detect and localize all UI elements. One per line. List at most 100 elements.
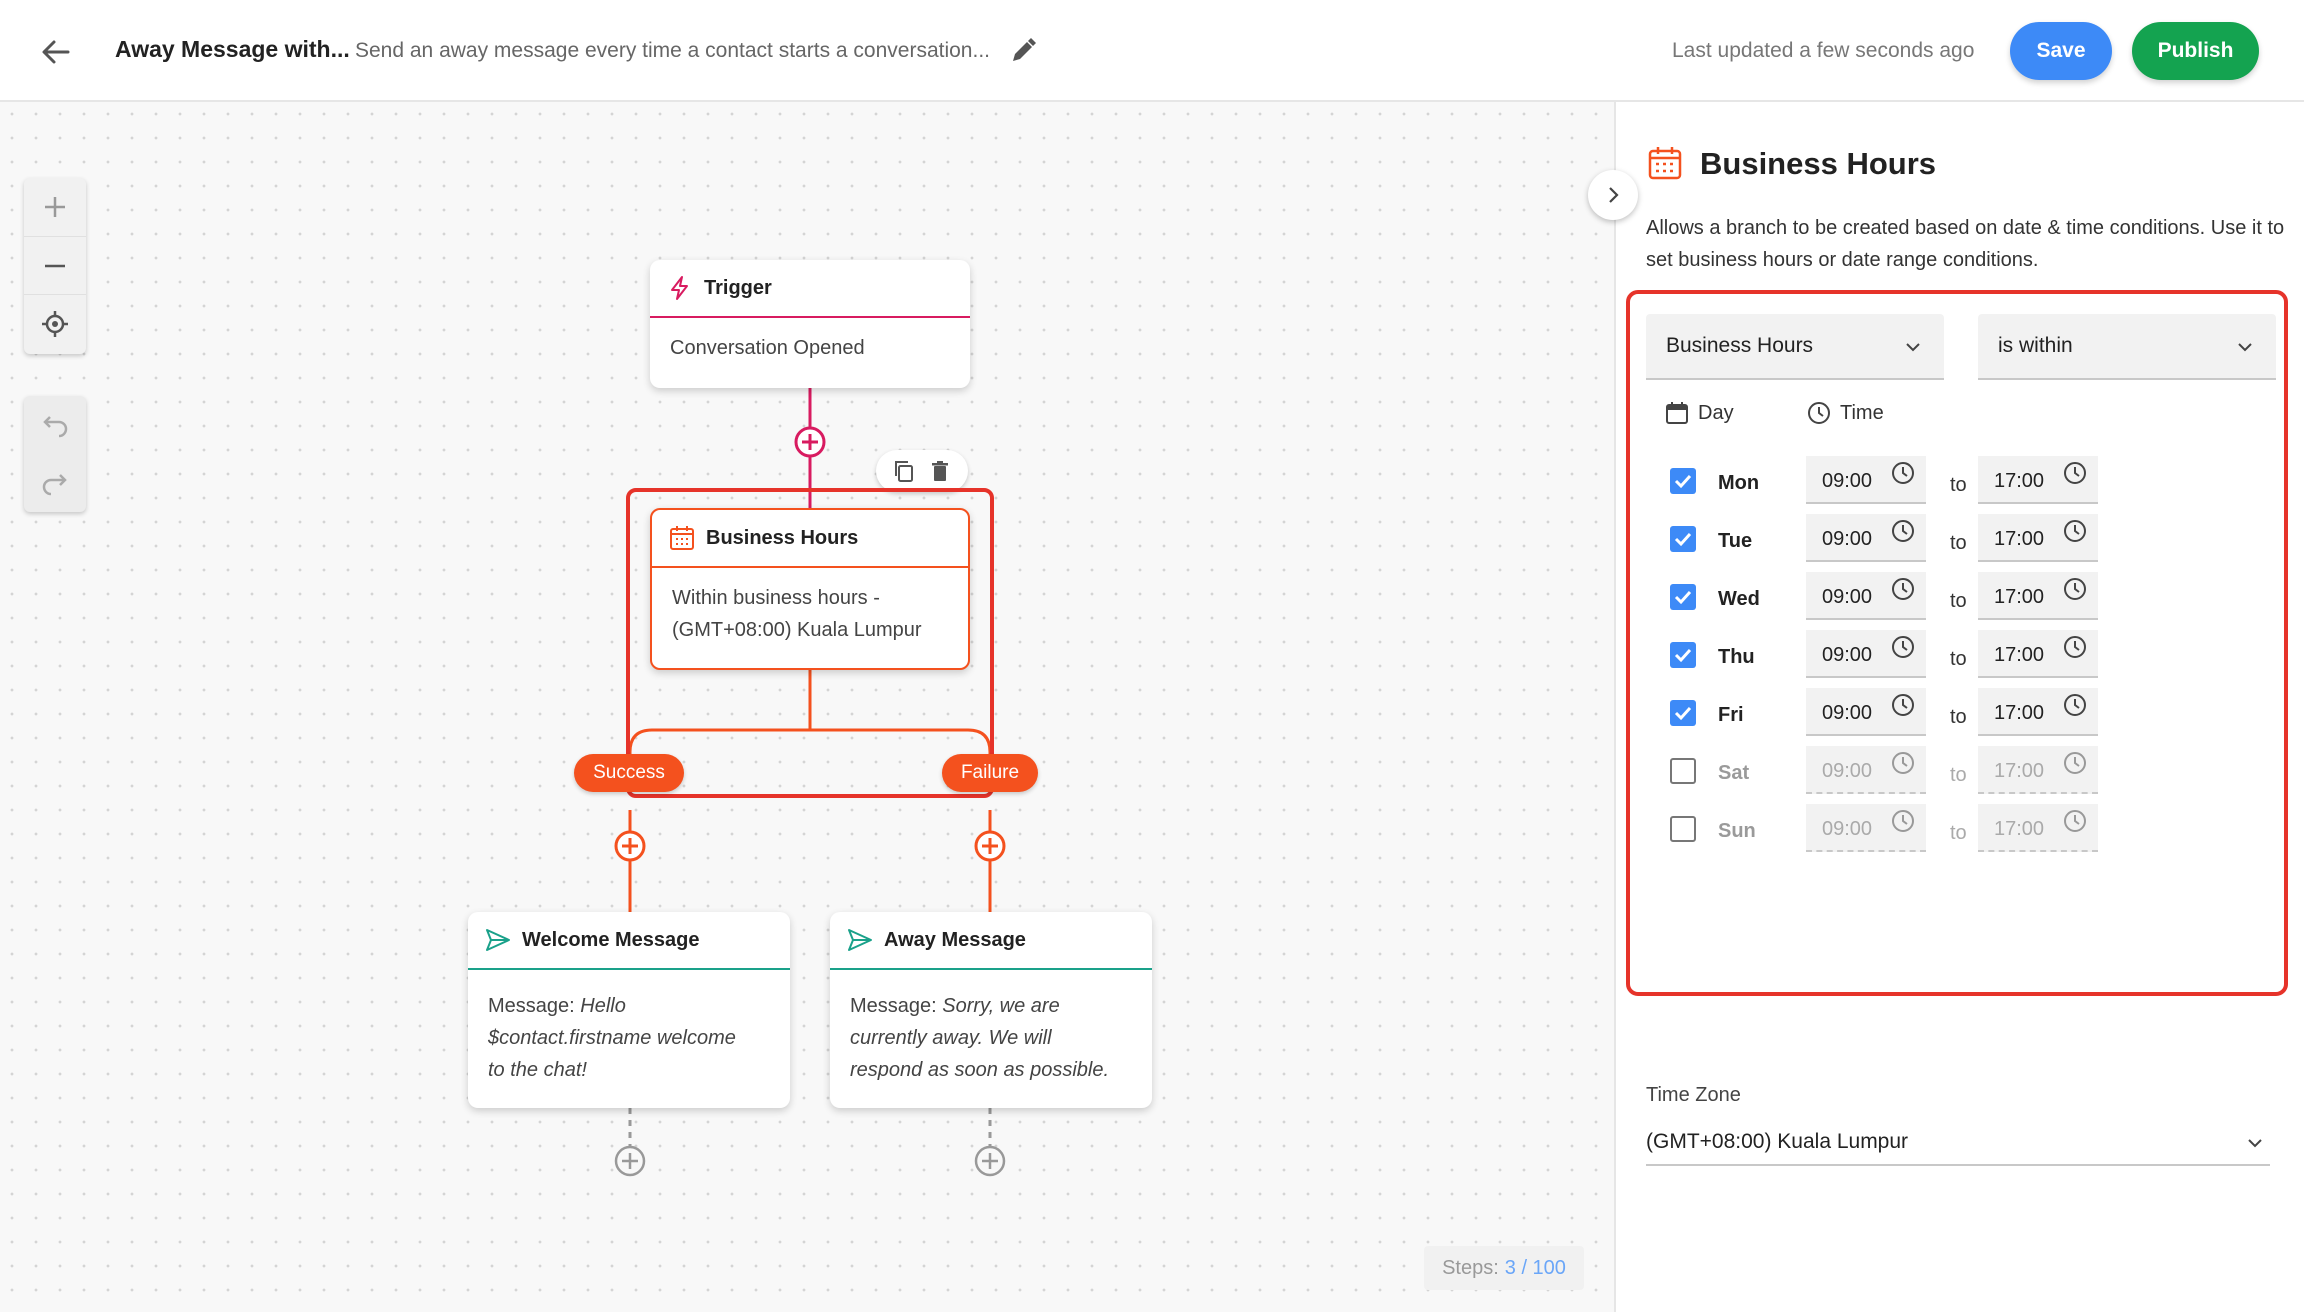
- end-time-value: 17:00: [1994, 818, 2045, 840]
- plus-icon: [45, 197, 65, 217]
- end-time-value: 17:00: [1994, 760, 2045, 782]
- add-step-success[interactable]: [613, 829, 647, 863]
- chevron-down-icon: [2248, 1139, 2262, 1148]
- flow-description: Send an away message every time a contac…: [355, 39, 990, 62]
- end-time-input[interactable]: 17:00: [1978, 572, 2098, 620]
- end-time-input[interactable]: 17:00: [1978, 688, 2098, 736]
- redo-button[interactable]: [24, 454, 86, 512]
- business-hours-summary: Within business hours -: [672, 587, 880, 609]
- day-checkbox[interactable]: [1670, 758, 1696, 784]
- time-column-header: Time: [1806, 400, 1884, 426]
- top-bar: Away Message with... Send an away messag…: [0, 0, 2304, 102]
- back-button[interactable]: [36, 32, 76, 72]
- publish-button[interactable]: Publish: [2132, 22, 2259, 80]
- clock-icon: [1892, 462, 1914, 484]
- crosshair-icon: [42, 310, 68, 337]
- end-time-input[interactable]: 17:00: [1978, 746, 2098, 794]
- undo-button[interactable]: [24, 396, 86, 454]
- trash-icon[interactable]: [927, 458, 953, 484]
- zoom-out-button[interactable]: [24, 236, 86, 294]
- flow-canvas[interactable]: Trigger Conversation Opened Business Hou…: [0, 102, 1614, 1312]
- add-step-after-trigger[interactable]: [793, 425, 827, 459]
- history-controls: [24, 396, 86, 512]
- last-updated-status: Last updated a few seconds ago: [1672, 39, 1975, 62]
- start-time-input[interactable]: 09:00: [1806, 456, 1926, 504]
- end-time-input[interactable]: 17:00: [1978, 456, 2098, 504]
- condition-type-select[interactable]: Business Hours: [1646, 314, 1944, 380]
- failure-branch-label: Failure: [942, 754, 1038, 792]
- steps-counter: Steps: 3 / 100: [1424, 1246, 1584, 1290]
- clock-icon: [1892, 636, 1914, 658]
- add-step-after-away[interactable]: [973, 1144, 1007, 1178]
- step-settings-panel: Business Hours Allows a branch to be cre…: [1614, 102, 2304, 1312]
- business-hours-node-body: Within business hours - (GMT+08:00) Kual…: [672, 582, 950, 646]
- away-message-node[interactable]: Away Message Message: Sorry, we are curr…: [830, 912, 1152, 1108]
- start-time-input[interactable]: 09:00: [1806, 688, 1926, 736]
- edit-title-button[interactable]: [1008, 36, 1038, 66]
- clock-icon: [2064, 636, 2086, 658]
- day-checkbox[interactable]: [1670, 584, 1696, 610]
- clock-icon: [2064, 810, 2086, 832]
- day-checkbox[interactable]: [1670, 642, 1696, 668]
- end-time-value: 17:00: [1994, 586, 2045, 608]
- day-name: Thu: [1718, 646, 1755, 668]
- start-time-value: 09:00: [1822, 702, 1873, 724]
- start-time-input[interactable]: 09:00: [1806, 804, 1926, 852]
- clock-icon: [2064, 462, 2086, 484]
- day-checkbox[interactable]: [1670, 468, 1696, 494]
- flow-title: Away Message with...: [115, 36, 350, 62]
- end-time-input[interactable]: 17:00: [1978, 804, 2098, 852]
- to-label: to: [1950, 648, 1967, 670]
- clock-icon: [1892, 520, 1914, 542]
- node-actions: [876, 450, 968, 492]
- timezone-value: (GMT+08:00) Kuala Lumpur: [1646, 1130, 1909, 1153]
- time-header-label: Time: [1840, 401, 1884, 424]
- zoom-in-button[interactable]: [24, 178, 86, 236]
- collapse-panel-button[interactable]: [1588, 170, 1638, 220]
- end-time-input[interactable]: 17:00: [1978, 514, 2098, 562]
- day-checkbox[interactable]: [1670, 816, 1696, 842]
- timezone-label: Time Zone: [1646, 1084, 1741, 1106]
- trigger-node[interactable]: Trigger Conversation Opened: [650, 260, 970, 388]
- recenter-button[interactable]: [24, 294, 86, 352]
- clock-icon: [1892, 752, 1914, 774]
- copy-icon[interactable]: [891, 458, 917, 484]
- welcome-message-line3: to the chat!: [488, 1059, 587, 1081]
- steps-label: Steps:: [1442, 1256, 1499, 1279]
- start-time-input[interactable]: 09:00: [1806, 746, 1926, 794]
- steps-value: 3 / 100: [1504, 1256, 1566, 1279]
- day-name: Fri: [1718, 704, 1744, 726]
- day-name: Tue: [1718, 530, 1753, 552]
- arrow-left-icon: [42, 40, 70, 64]
- end-time-input[interactable]: 17:00: [1978, 630, 2098, 678]
- minus-icon: [45, 264, 65, 267]
- to-label: to: [1950, 532, 1967, 554]
- business-hours-node[interactable]: Business Hours Within business hours - (…: [650, 508, 970, 670]
- day-checkbox[interactable]: [1670, 526, 1696, 552]
- start-time-input[interactable]: 09:00: [1806, 572, 1926, 620]
- day-checkbox[interactable]: [1670, 700, 1696, 726]
- end-time-value: 17:00: [1994, 470, 2045, 492]
- condition-type-value: Business Hours: [1666, 334, 1814, 357]
- day-row-thu: Thu 09:00 to 17:00: [1630, 630, 2292, 680]
- add-step-after-welcome[interactable]: [613, 1144, 647, 1178]
- day-name: Sat: [1718, 762, 1750, 784]
- timezone-select[interactable]: (GMT+08:00) Kuala Lumpur: [1646, 1122, 2270, 1166]
- start-time-input[interactable]: 09:00: [1806, 514, 1926, 562]
- start-time-value: 09:00: [1822, 528, 1873, 550]
- to-label: to: [1950, 474, 1967, 496]
- save-button[interactable]: Save: [2010, 22, 2112, 80]
- clock-icon: [1806, 400, 1832, 426]
- send-icon: [846, 926, 874, 954]
- start-time-input[interactable]: 09:00: [1806, 630, 1926, 678]
- add-step-failure[interactable]: [973, 829, 1007, 863]
- day-row-tue: Tue 09:00 to 17:00: [1630, 514, 2292, 564]
- operator-select[interactable]: is within: [1978, 314, 2276, 380]
- away-message-title: Away Message: [884, 928, 1026, 951]
- welcome-message-node[interactable]: Welcome Message Message: Hello $contact.…: [468, 912, 790, 1108]
- away-message-body: Message: Sorry, we are currently away. W…: [850, 990, 1134, 1086]
